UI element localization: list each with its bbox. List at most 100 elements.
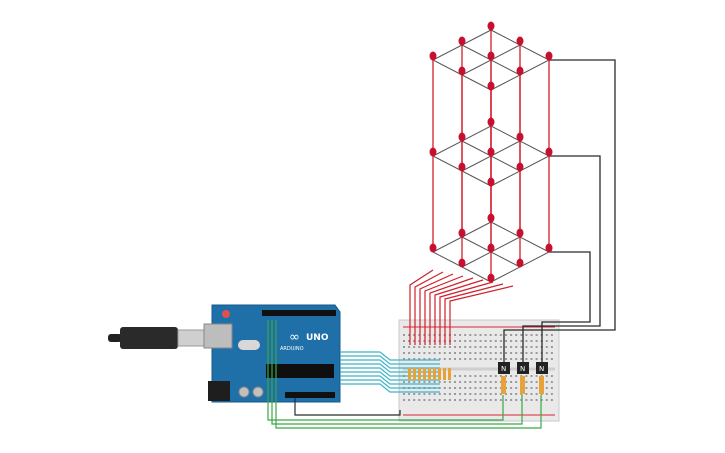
breadboard-hole[interactable]	[459, 340, 462, 342]
breadboard-hole[interactable]	[479, 334, 482, 336]
breadboard-hole[interactable]	[489, 340, 492, 342]
breadboard-hole[interactable]	[474, 340, 477, 342]
breadboard-hole[interactable]	[510, 375, 513, 377]
breadboard-hole[interactable]	[459, 381, 462, 383]
breadboard-hole[interactable]	[515, 334, 518, 336]
transistor-group[interactable]: N N N	[498, 362, 548, 394]
breadboard-hole[interactable]	[408, 399, 411, 401]
resistor-array[interactable]	[408, 368, 451, 380]
breadboard-hole[interactable]	[428, 399, 431, 401]
breadboard-hole[interactable]	[474, 358, 477, 360]
breadboard-hole[interactable]	[535, 334, 538, 336]
breadboard-hole[interactable]	[545, 334, 548, 336]
breadboard-hole[interactable]	[520, 358, 523, 360]
breadboard-hole[interactable]	[499, 352, 502, 354]
led[interactable]	[429, 51, 437, 61]
led[interactable]	[487, 51, 495, 61]
breadboard-hole[interactable]	[489, 375, 492, 377]
breadboard-hole[interactable]	[550, 358, 553, 360]
breadboard-hole[interactable]	[525, 352, 528, 354]
led[interactable]	[545, 51, 553, 61]
breadboard-hole[interactable]	[499, 387, 502, 389]
resistor[interactable]	[423, 368, 426, 380]
breadboard-hole[interactable]	[403, 346, 405, 348]
breadboard-hole[interactable]	[550, 340, 553, 342]
breadboard-hole[interactable]	[433, 399, 436, 401]
breadboard-hole[interactable]	[459, 375, 462, 377]
led[interactable]	[487, 21, 495, 31]
breadboard-hole[interactable]	[418, 346, 421, 348]
breadboard-hole[interactable]	[515, 352, 518, 354]
breadboard-hole[interactable]	[408, 352, 411, 354]
breadboard-hole[interactable]	[520, 346, 523, 348]
breadboard-hole[interactable]	[428, 393, 431, 395]
breadboard-hole[interactable]	[489, 387, 492, 389]
breadboard-hole[interactable]	[469, 358, 472, 360]
breadboard-hole[interactable]	[464, 399, 467, 401]
breadboard-hole[interactable]	[525, 399, 528, 401]
breadboard-hole[interactable]	[443, 358, 446, 360]
breadboard-hole[interactable]	[433, 358, 436, 360]
breadboard-hole[interactable]	[479, 393, 482, 395]
resistor[interactable]	[408, 368, 411, 380]
breadboard-hole[interactable]	[438, 399, 441, 401]
breadboard-hole[interactable]	[413, 334, 416, 336]
breadboard-hole[interactable]	[448, 346, 451, 348]
breadboard-hole[interactable]	[479, 399, 482, 401]
resistor[interactable]	[413, 368, 416, 380]
breadboard-hole[interactable]	[438, 381, 441, 383]
breadboard-hole[interactable]	[423, 352, 426, 354]
layer-ground-wire[interactable]	[522, 155, 601, 362]
breadboard-hole[interactable]	[489, 334, 492, 336]
breadboard-hole[interactable]	[474, 334, 477, 336]
led[interactable]	[545, 147, 553, 157]
breadboard-hole[interactable]	[530, 399, 533, 401]
led[interactable]	[429, 147, 437, 157]
led[interactable]	[458, 258, 466, 268]
breadboard-hole[interactable]	[550, 346, 553, 348]
breadboard-hole[interactable]	[515, 381, 518, 383]
breadboard-hole[interactable]	[408, 358, 411, 360]
breadboard-hole[interactable]	[433, 346, 436, 348]
breadboard-hole[interactable]	[530, 387, 533, 389]
breadboard-hole[interactable]	[443, 399, 446, 401]
breadboard-hole[interactable]	[550, 375, 553, 377]
breadboard-hole[interactable]	[525, 340, 528, 342]
breadboard-hole[interactable]	[535, 375, 538, 377]
breadboard-hole[interactable]	[413, 393, 416, 395]
breadboard-hole[interactable]	[403, 393, 405, 395]
led[interactable]	[458, 228, 466, 238]
breadboard-hole[interactable]	[499, 358, 502, 360]
led[interactable]	[516, 66, 524, 76]
resistor[interactable]	[433, 368, 436, 380]
breadboard-hole[interactable]	[540, 399, 543, 401]
led[interactable]	[487, 177, 495, 187]
resistor[interactable]	[438, 368, 441, 380]
breadboard-hole[interactable]	[408, 393, 411, 395]
breadboard-hole[interactable]	[464, 381, 467, 383]
breadboard-hole[interactable]	[408, 381, 411, 383]
breadboard-hole[interactable]	[454, 393, 456, 395]
breadboard-hole[interactable]	[494, 375, 497, 377]
breadboard-hole[interactable]	[515, 393, 518, 395]
breadboard-hole[interactable]	[459, 334, 462, 336]
layer-ground-wire[interactable]	[541, 251, 591, 362]
breadboard-hole[interactable]	[489, 399, 492, 401]
breadboard-hole[interactable]	[499, 381, 502, 383]
breadboard-hole[interactable]	[545, 393, 548, 395]
breadboard-hole[interactable]	[443, 352, 446, 354]
transistor-3[interactable]: N	[536, 362, 548, 394]
breadboard-hole[interactable]	[474, 387, 477, 389]
breadboard-hole[interactable]	[474, 393, 477, 395]
column-lead-wire[interactable]	[419, 273, 454, 345]
breadboard-hole[interactable]	[448, 358, 451, 360]
breadboard-hole[interactable]	[454, 352, 456, 354]
breadboard-hole[interactable]	[550, 381, 553, 383]
breadboard-hole[interactable]	[515, 399, 518, 401]
breadboard-hole[interactable]	[510, 358, 513, 360]
breadboard-hole[interactable]	[530, 352, 533, 354]
breadboard-hole[interactable]	[535, 352, 538, 354]
breadboard-hole[interactable]	[459, 352, 462, 354]
breadboard-hole[interactable]	[510, 352, 513, 354]
column-lead-wire[interactable]	[434, 279, 484, 345]
